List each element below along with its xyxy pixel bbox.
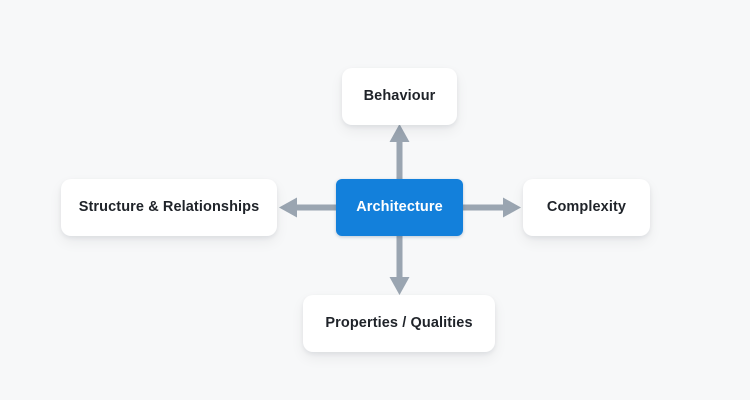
node-properties-qualities[interactable]: Properties / Qualities: [303, 295, 495, 352]
node-complexity-label: Complexity: [546, 198, 627, 215]
arrow-down: [389, 236, 410, 295]
node-structure-relationships[interactable]: Structure & Relationships: [61, 179, 277, 236]
arrow-right-head: [503, 197, 521, 218]
node-complexity[interactable]: Complexity: [523, 179, 650, 236]
node-behaviour[interactable]: Behaviour: [342, 68, 457, 125]
node-properties-qualities-label: Properties / Qualities: [325, 314, 473, 331]
arrow-up-head: [389, 124, 410, 142]
node-architecture[interactable]: Architecture: [336, 179, 463, 236]
node-architecture-label: Architecture: [356, 198, 443, 215]
arrow-left: [279, 197, 336, 218]
arrow-left-head: [279, 197, 297, 218]
node-behaviour-label: Behaviour: [363, 87, 436, 104]
node-structure-relationships-label: Structure & Relationships: [78, 198, 260, 215]
arrow-down-head: [389, 277, 410, 295]
arrow-right: [463, 197, 521, 218]
arrow-up: [389, 124, 410, 179]
